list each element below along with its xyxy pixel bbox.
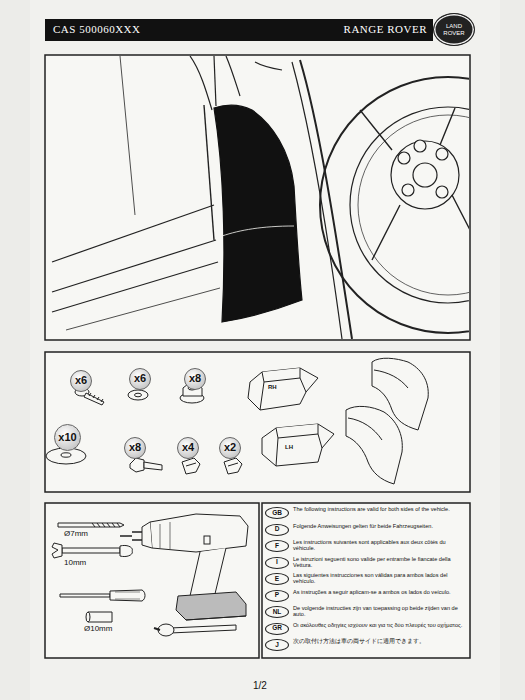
language-code: P: [265, 590, 289, 602]
spoke: [360, 108, 469, 260]
lug-nuts: [398, 140, 448, 198]
door-line: [120, 56, 135, 215]
language-code: E: [265, 573, 289, 585]
language-code: GR: [265, 623, 289, 635]
tool-size: Ø10mm: [84, 625, 112, 634]
quantity-callout: x8: [124, 437, 146, 459]
pillar-line: [214, 56, 216, 106]
instruction-text: Folgende Anweisungen gelten für beide Fa…: [293, 523, 467, 529]
header-bar: CAS 500060XXX RANGE ROVER: [45, 19, 433, 41]
mudflap: [214, 105, 302, 322]
door-edge: [204, 105, 214, 240]
language-code: J: [265, 639, 289, 651]
quantity-text: x2: [224, 442, 236, 454]
language-code-text: I: [276, 559, 278, 566]
spire-clip: [182, 458, 200, 474]
rim: [350, 107, 469, 303]
door-edge: [190, 56, 212, 110]
instruction-text: De volgende instructies zijn van toepass…: [293, 605, 467, 617]
quantity-text: x8: [129, 442, 141, 454]
language-code-text: GR: [272, 625, 282, 632]
car-side-illustration: [52, 56, 469, 339]
instruction-text: Las siguientes instrucciones son válidas…: [293, 572, 467, 584]
language-code: NL: [265, 606, 289, 618]
sill-line: [66, 288, 220, 330]
panel-frame: [45, 352, 470, 492]
washer: [128, 390, 148, 400]
screwdriver: [60, 590, 145, 601]
logo-text: LAND ROVER: [441, 23, 467, 36]
spire-clip: [224, 458, 242, 474]
model-name: RANGE ROVER: [344, 24, 427, 36]
sill-line: [52, 205, 214, 262]
quantity-callout: x4: [177, 437, 199, 459]
body-crease: [255, 62, 282, 70]
cordless-drill: [120, 514, 248, 620]
panel-frame: [45, 503, 259, 658]
sill-line: [52, 240, 216, 292]
tool-size: Ø7mm: [64, 530, 88, 539]
instruction-text: 次の取付け方法は車の両サイドに適用できます。: [293, 638, 467, 644]
bolt: [130, 458, 162, 472]
quantity-text: x4: [182, 442, 194, 454]
hub-cap: [413, 163, 437, 187]
language-code-text: GB: [272, 510, 282, 517]
quantity-text: x6: [75, 375, 87, 387]
instruction-text: The following instructions are valid for…: [293, 506, 467, 512]
tools: [52, 514, 248, 636]
language-code-text: P: [275, 592, 279, 599]
socket: [86, 612, 112, 622]
paper-sheet: [30, 0, 500, 700]
tool-size: 10mm: [64, 559, 86, 568]
quantity-callout: x2: [219, 437, 241, 459]
language-code-text: NL: [273, 609, 282, 616]
language-code: I: [265, 557, 289, 569]
spanner: [52, 543, 132, 558]
instruction-text: Le istruzioni seguenti sono valide per e…: [293, 556, 467, 568]
panel-frame: [262, 503, 470, 658]
bracket: [248, 368, 318, 410]
page-number: 1/2: [253, 680, 267, 691]
wheel-arch: [300, 60, 352, 339]
bracket: [262, 424, 334, 466]
instruction-text: Les instructions suivantes sont applicab…: [293, 539, 467, 551]
part-label: LH: [285, 444, 293, 451]
language-code-text: E: [275, 576, 279, 583]
rim: [358, 115, 469, 295]
panel-frame: [45, 55, 470, 340]
language-code-text: F: [275, 543, 279, 550]
quantity-callout: x10: [54, 424, 81, 451]
quantity-callout: x6: [129, 368, 151, 390]
quantity-text: x8: [189, 373, 201, 385]
language-code-text: J: [275, 642, 279, 649]
instruction-text: Οι ακόλουθες οδηγίες ισχύουν και για τις…: [293, 622, 467, 628]
body-crease: [226, 56, 240, 96]
fixings: [46, 358, 428, 484]
language-code-text: D: [275, 526, 280, 533]
part-label: RH: [268, 384, 277, 391]
drill-bit: [58, 523, 124, 527]
mudflap-part: [346, 406, 402, 484]
tyre: [320, 77, 469, 333]
hub: [391, 141, 459, 209]
language-code: D: [265, 524, 289, 536]
language-code: F: [265, 540, 289, 552]
instruction-text: As instruções a seguir aplicam-se a ambo…: [293, 589, 467, 595]
brand-logo: LAND ROVER: [433, 13, 475, 46]
quantity-callout: x8: [184, 368, 206, 390]
catalogue-number: CAS 500060XXX: [53, 24, 140, 36]
language-code: GB: [265, 507, 289, 519]
quantity-text: x6: [134, 373, 146, 385]
quantity-callout: x6: [70, 370, 92, 392]
leader-line: [64, 381, 232, 458]
sill-line: [52, 262, 218, 312]
quantity-text: x10: [58, 432, 76, 444]
mudflap-edge: [222, 226, 294, 236]
ratchet: [154, 624, 236, 636]
